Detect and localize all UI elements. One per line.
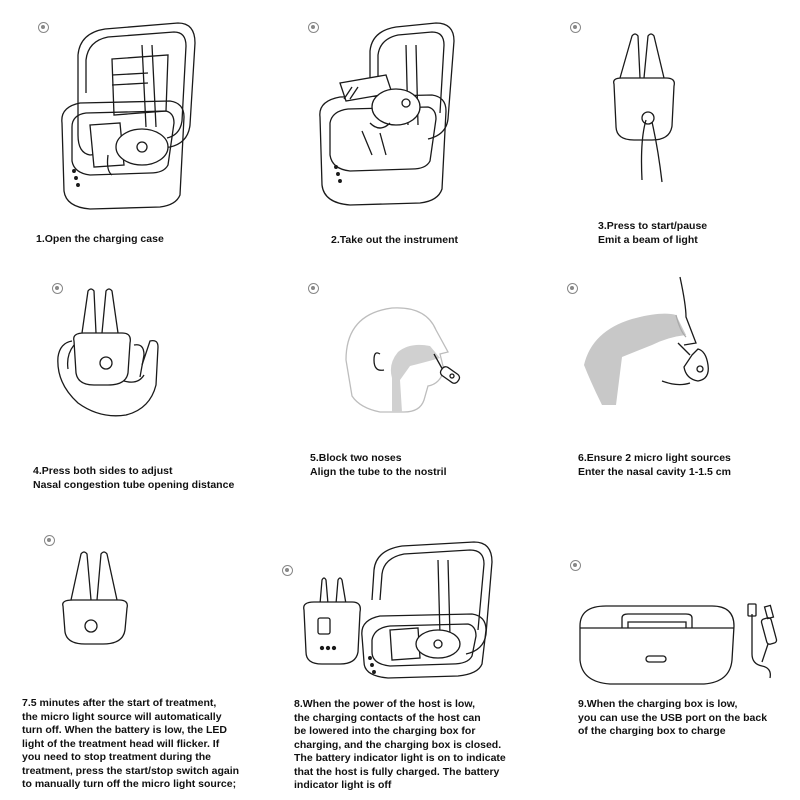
caption-line: you can use the USB port on the back <box>578 711 768 724</box>
caption-line: 9.When the charging box is low, <box>578 698 738 710</box>
open-charging-case-illustration <box>50 15 200 205</box>
target-bullet-icon <box>308 283 319 294</box>
caption-line: 8.When the power of the host is low, <box>294 698 476 710</box>
caption-line: 4.Press both sides to adjust <box>33 465 173 477</box>
caption-line: 7.5 minutes after the start of treatment… <box>22 697 217 709</box>
closed-case-usb-cable-illustration <box>576 600 786 690</box>
step-3-caption: 3.Press to start/pause Emit a beam of li… <box>598 220 707 247</box>
caption-line: Emit a beam of light <box>598 233 698 246</box>
caption-line: charging, and the charging box is closed… <box>294 738 502 751</box>
hand-holding-device-illustration <box>52 285 172 425</box>
caption-line: 3.Press to start/pause <box>598 220 708 232</box>
caption-line: the charging contacts of the host can <box>294 711 481 724</box>
caption-line: Nasal congestion tube opening distance <box>33 478 235 491</box>
nasal-cavity-insertion-illustration <box>584 275 757 405</box>
remove-device-illustration <box>310 15 460 205</box>
step-6-caption: 6.Ensure 2 micro light sources Enter the… <box>578 452 731 479</box>
caption-line: Align the tube to the nostril <box>310 465 447 478</box>
device-and-case-charging-illustration <box>298 540 498 680</box>
target-bullet-icon <box>38 22 49 33</box>
step-1-caption: 1.Open the charging case <box>36 233 164 247</box>
target-bullet-icon <box>52 283 63 294</box>
caption-line: indicator light is off <box>294 779 392 791</box>
caption-line: Enter the nasal cavity 1-1.5 cm <box>578 465 731 478</box>
step-9-caption: 9.When the charging box is low, you can … <box>578 698 767 739</box>
caption-line: light of the treatment head will flicker… <box>22 737 220 750</box>
step-2-caption: 2.Take out the instrument <box>331 234 458 248</box>
target-bullet-icon <box>44 535 55 546</box>
caption-line: that the host is fully charged. The batt… <box>294 765 500 778</box>
caption-line: turn off. When the battery is low, the L… <box>22 724 227 736</box>
step-5-caption: 5.Block two noses Align the tube to the … <box>310 452 447 479</box>
caption-line: 5.Block two noses <box>310 452 402 464</box>
press-button-device-illustration <box>600 30 690 190</box>
caption-line: you need to stop treatment during the <box>22 751 212 763</box>
step-8-caption: 8.When the power of the host is low, the… <box>294 698 506 793</box>
device-light-beam-illustration <box>55 550 140 650</box>
target-bullet-icon <box>570 560 581 571</box>
target-bullet-icon <box>282 565 293 576</box>
step-7-caption: 7.5 minutes after the start of treatment… <box>22 697 239 792</box>
caption-line: 6.Ensure 2 micro light sources <box>578 452 731 464</box>
target-bullet-icon <box>570 22 581 33</box>
head-side-profile-illustration <box>340 300 480 425</box>
caption-line: 2.Take out the instrument <box>331 234 458 246</box>
caption-line: The battery indicator light is on to ind… <box>294 752 506 764</box>
caption-line: of the charging box to charge <box>578 725 726 737</box>
target-bullet-icon <box>308 22 319 33</box>
caption-line: be lowered into the charging box for <box>294 725 476 737</box>
caption-line: the micro light source will automaticall… <box>22 710 222 723</box>
target-bullet-icon <box>567 283 578 294</box>
caption-line: treatment, press the start/stop switch a… <box>22 764 240 777</box>
caption-line: to manually turn off the micro light sou… <box>22 778 237 790</box>
step-4-caption: 4.Press both sides to adjust Nasal conge… <box>33 465 234 492</box>
caption-line: 1.Open the charging case <box>36 233 164 245</box>
